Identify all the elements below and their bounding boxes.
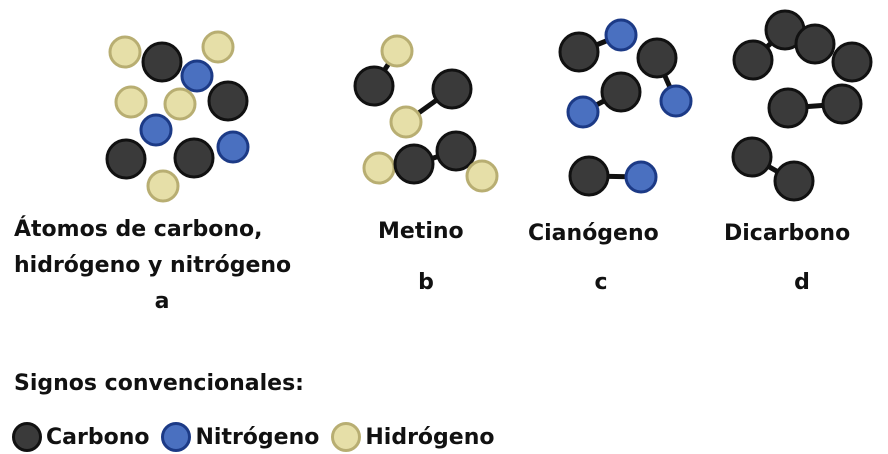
panel-b-hydrogen-atom-4 bbox=[389, 105, 423, 139]
panel-a-carbon-atom-7 bbox=[207, 80, 249, 122]
panel-c-carbon-atom-5 bbox=[600, 71, 642, 113]
panel-a-carbon-atom-2 bbox=[141, 41, 183, 83]
panel-a-title-line-2: hidrógeno y nitrógeno bbox=[14, 253, 292, 278]
panel-b-carbon-atom-3 bbox=[431, 68, 473, 110]
panel-a-nitrogen-atom-4 bbox=[180, 59, 214, 93]
panel-c-carbon-atom-7 bbox=[568, 155, 610, 197]
panel-c-nitrogen-atom-8 bbox=[624, 160, 658, 194]
legend-title: Signos convencionales: bbox=[14, 371, 304, 396]
panel-c-nitrogen-atom-6 bbox=[566, 95, 600, 129]
panel-b-carbon-atom-6 bbox=[393, 143, 435, 185]
panel-d-carbon-atom-8 bbox=[773, 160, 815, 202]
panel-c-nitrogen-atom-4 bbox=[659, 84, 693, 118]
panel-c-nitrogen-atom-2 bbox=[604, 18, 638, 52]
panel-a-letter: a bbox=[154, 289, 170, 314]
panel-b-carbon-atom-2 bbox=[353, 65, 395, 107]
panel-a-hydrogen-atom-5 bbox=[114, 85, 148, 119]
panel-b-hydrogen-atom-1 bbox=[380, 34, 414, 68]
panel-d-carbon-atom-6 bbox=[821, 83, 863, 125]
panel-d-carbon-atom-3 bbox=[732, 39, 774, 81]
legend-item-hydrogen: Hidrógeno bbox=[331, 422, 495, 452]
panel-a-hydrogen-atom-6 bbox=[163, 87, 197, 121]
panel-b-title: Metino bbox=[378, 219, 464, 244]
panel-c-carbon-atom-3 bbox=[636, 37, 678, 79]
panel-b-carbon-atom-7 bbox=[435, 130, 477, 172]
panel-d-carbon-atom-7 bbox=[731, 136, 773, 178]
panel-a-title-line-1: Átomos de carbono, bbox=[14, 217, 263, 242]
panel-b-hydrogen-atom-5 bbox=[362, 151, 396, 185]
panel-d-letter: d bbox=[794, 270, 810, 295]
panel-a-nitrogen-atom-9 bbox=[216, 130, 250, 164]
legend: Carbono Nitrógeno Hidrógeno bbox=[12, 420, 507, 454]
carbon-atom-icon bbox=[12, 422, 42, 452]
panel-a-hydrogen-atom-12 bbox=[146, 169, 180, 203]
panel-a-hydrogen-atom-3 bbox=[201, 30, 235, 64]
legend-label-hydrogen: Hidrógeno bbox=[365, 424, 495, 450]
panel-a-carbon-atom-10 bbox=[105, 138, 147, 180]
panel-d-carbon-atom-2 bbox=[794, 23, 836, 65]
panel-c-title: Cianógeno bbox=[528, 221, 659, 246]
hydrogen-atom-icon bbox=[331, 422, 362, 452]
panel-b-hydrogen-atom-8 bbox=[465, 159, 499, 193]
legend-item-carbon: Carbono bbox=[12, 422, 149, 452]
atoms-layer bbox=[105, 9, 873, 203]
panel-d-carbon-atom-5 bbox=[767, 87, 809, 129]
panel-c-letter: c bbox=[594, 270, 608, 295]
panel-b-letter: b bbox=[418, 270, 434, 295]
nitrogen-atom-icon bbox=[161, 422, 192, 452]
panel-a-carbon-atom-11 bbox=[173, 137, 215, 179]
legend-label-carbon: Carbono bbox=[46, 424, 150, 450]
legend-label-nitrogen: Nitrógeno bbox=[195, 424, 320, 450]
panel-a-nitrogen-atom-8 bbox=[139, 113, 173, 147]
panel-d-title: Dicarbono bbox=[724, 221, 851, 246]
panel-a-hydrogen-atom-1 bbox=[108, 35, 142, 69]
legend-item-nitrogen: Nitrógeno bbox=[161, 422, 319, 452]
panel-c-carbon-atom-1 bbox=[558, 31, 600, 73]
panel-d-carbon-atom-4 bbox=[831, 41, 873, 83]
molecule-diagram bbox=[105, 9, 873, 203]
